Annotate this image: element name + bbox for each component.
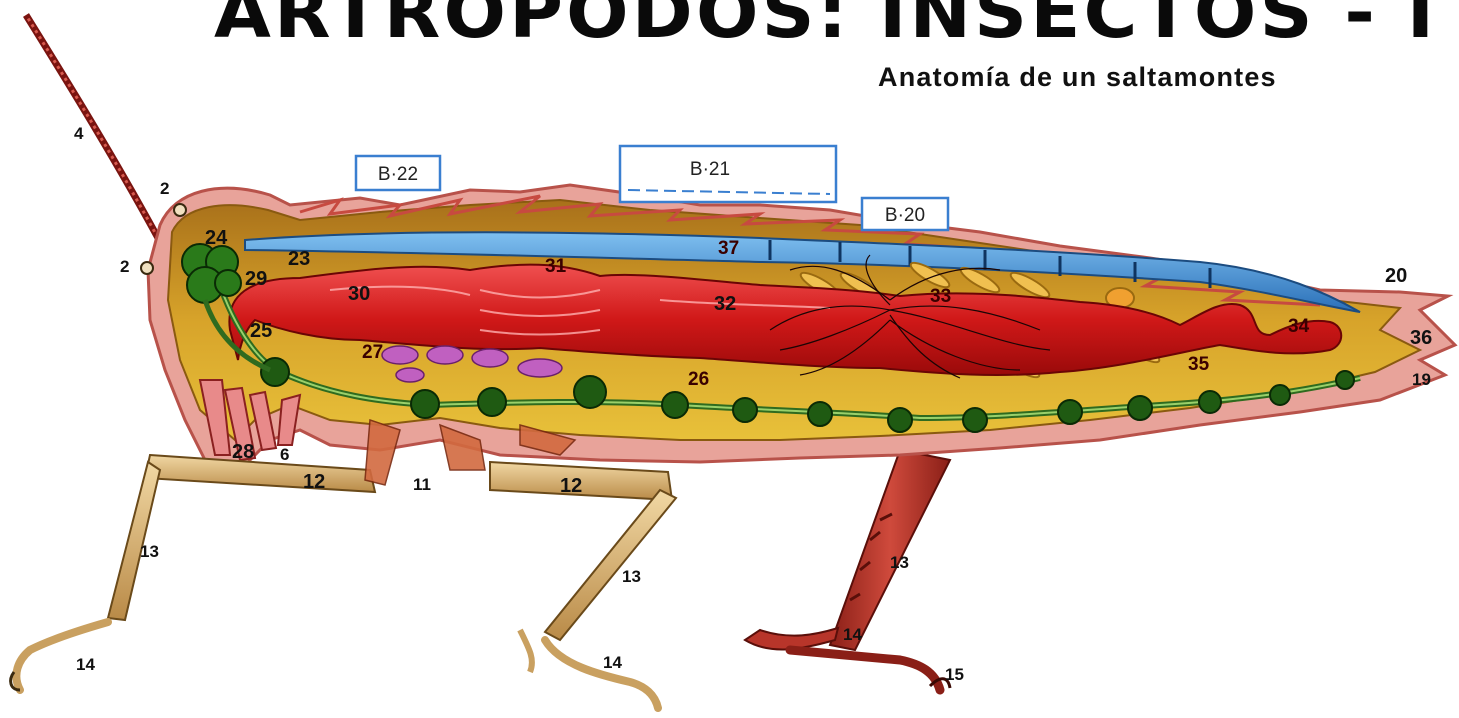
label-32: 32: [714, 293, 736, 315]
brain: [182, 244, 241, 303]
label-24: 24: [205, 227, 228, 249]
label-34: 34: [1288, 316, 1310, 337]
middle-leg: [490, 462, 676, 708]
label-11: 11: [413, 475, 431, 494]
reference-b22: B·22: [356, 156, 440, 190]
label-28: 28: [232, 441, 254, 463]
label-4: 4: [74, 124, 84, 143]
label-20: 20: [1385, 265, 1407, 287]
label-13b: 13: [622, 567, 641, 586]
label-27: 27: [362, 342, 383, 363]
label-13c: 13: [890, 553, 909, 572]
svg-text:B·22: B·22: [378, 164, 418, 185]
label-35: 35: [1188, 354, 1210, 375]
reference-b21: B·21: [620, 146, 836, 202]
label-36: 36: [1410, 327, 1432, 349]
reference-b20: B·20: [862, 198, 948, 230]
label-19: 19: [1412, 370, 1431, 389]
label-6: 6: [280, 445, 289, 464]
label-26: 26: [688, 369, 709, 390]
label-30: 30: [348, 283, 370, 305]
label-2a: 2: [160, 179, 169, 198]
svg-text:B·21: B·21: [690, 159, 730, 180]
label-15: 15: [945, 665, 964, 684]
antenna: [26, 15, 158, 238]
label-14a: 14: [76, 655, 95, 674]
label-25: 25: [250, 320, 272, 342]
label-37: 37: [718, 238, 739, 259]
label-12b: 12: [560, 475, 582, 497]
label-2b: 2: [120, 257, 129, 276]
label-12a: 12: [303, 471, 325, 493]
hind-leg: [745, 450, 950, 690]
label-14c: 14: [843, 625, 862, 644]
label-23: 23: [288, 248, 310, 270]
label-14b: 14: [603, 653, 622, 672]
label-13a: 13: [140, 542, 159, 561]
svg-text:B·20: B·20: [885, 205, 925, 226]
label-33: 33: [930, 286, 951, 307]
label-31: 31: [545, 256, 567, 277]
label-29: 29: [245, 268, 267, 290]
